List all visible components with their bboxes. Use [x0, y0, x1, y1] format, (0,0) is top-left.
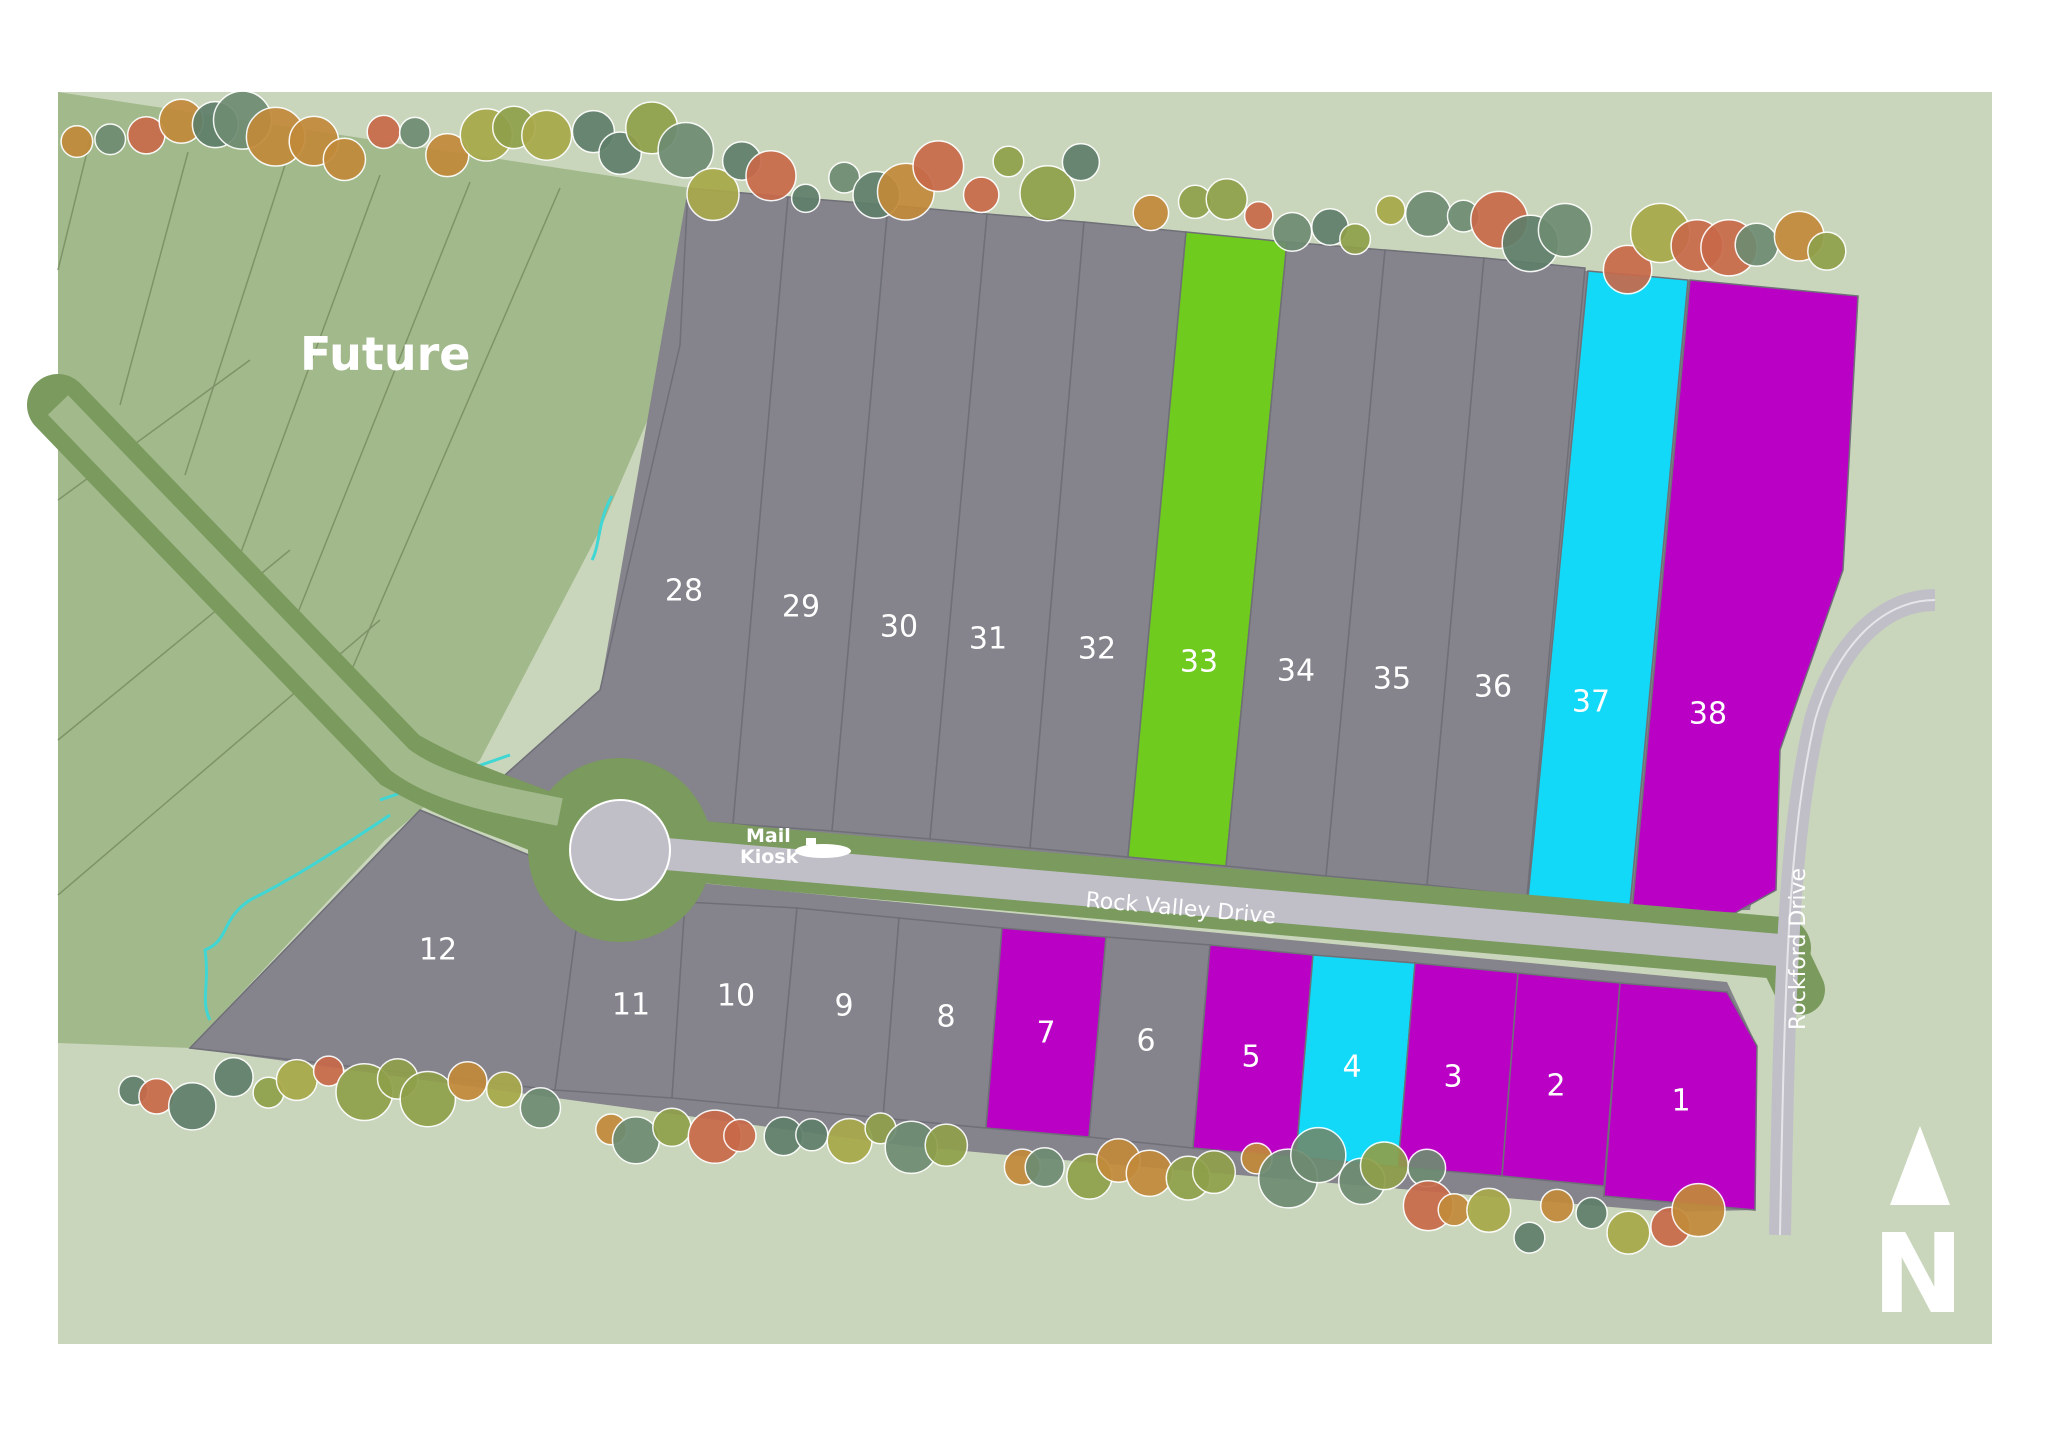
- tree-icon: [60, 125, 94, 159]
- lot-5[interactable]: [1192, 944, 1314, 1158]
- tree-icon: [790, 183, 821, 214]
- tree-icon: [521, 109, 573, 161]
- lot-6[interactable]: [1088, 936, 1211, 1149]
- tree-icon: [1537, 202, 1593, 258]
- future-area: [58, 92, 690, 1048]
- tree-icon: [652, 1107, 692, 1148]
- tree-icon: [1339, 223, 1372, 256]
- lot-2[interactable]: [1501, 972, 1621, 1187]
- tree-icon: [485, 1071, 523, 1109]
- tree-icon: [723, 1118, 757, 1153]
- north-arrow: N: [1872, 1126, 1964, 1338]
- tree-icon: [1019, 164, 1076, 222]
- lot-7[interactable]: [985, 927, 1107, 1138]
- tree-icon: [1575, 1196, 1608, 1230]
- trees: [60, 90, 1847, 1255]
- rock-valley-drive-road: [618, 834, 1782, 966]
- mail-kiosk: [795, 838, 851, 858]
- tree-icon: [1359, 1141, 1409, 1191]
- lot-10[interactable]: [671, 901, 798, 1109]
- tree-icon: [312, 1055, 345, 1087]
- tree-icon: [912, 140, 965, 193]
- tree-icon: [1243, 200, 1274, 231]
- tree-icon: [1024, 1147, 1065, 1188]
- lot-8[interactable]: [882, 917, 1003, 1129]
- tree-icon: [1671, 1182, 1726, 1238]
- tree-icon: [1466, 1187, 1512, 1233]
- tree-icon: [1125, 1149, 1174, 1198]
- road-trail: [47, 395, 563, 826]
- tree-icon: [657, 121, 715, 179]
- rockford-drive-label: Rockford Drive: [1786, 868, 1811, 1030]
- tree-icon: [795, 1118, 829, 1152]
- tree-icon: [398, 116, 431, 149]
- tree-icon: [1272, 211, 1313, 253]
- tree-icon: [94, 123, 127, 156]
- tree-icon: [447, 1060, 488, 1102]
- tree-icon: [1404, 190, 1452, 238]
- tree-icon: [1437, 1193, 1471, 1227]
- tree-icon: [1606, 1210, 1651, 1255]
- tree-icon: [322, 137, 367, 182]
- tree-icon: [611, 1116, 661, 1165]
- lot-9[interactable]: [777, 907, 900, 1119]
- tree-icon: [519, 1087, 562, 1129]
- mail-kiosk-label-line1: Mail: [746, 825, 791, 847]
- cul-de-sac: [569, 799, 671, 901]
- tree-icon: [167, 1081, 217, 1131]
- tree-icon: [1807, 231, 1847, 271]
- tree-icon: [1132, 194, 1170, 232]
- tree-icon: [1205, 178, 1248, 221]
- tree-icon: [962, 176, 1000, 214]
- tree-icon: [275, 1058, 318, 1102]
- tree-icon: [399, 1070, 457, 1128]
- tree-icon: [1191, 1150, 1237, 1195]
- tree-icon: [1061, 142, 1101, 182]
- tree-icon: [992, 145, 1025, 178]
- tree-icon: [924, 1123, 969, 1168]
- tree-icon: [686, 167, 740, 222]
- tree-icon: [1290, 1126, 1347, 1184]
- tree-icon: [745, 149, 797, 202]
- north-letter: N: [1872, 1210, 1964, 1338]
- mail-kiosk-label-line2: Kiosk: [740, 846, 799, 868]
- lot-1[interactable]: [1603, 982, 1758, 1211]
- tree-icon: [1602, 244, 1653, 295]
- tree-icon: [366, 114, 401, 150]
- tree-icon: [1734, 222, 1779, 268]
- rockford-drive-edge: [1779, 599, 1936, 1236]
- tree-icon: [1513, 1221, 1546, 1254]
- tree-icon: [1539, 1188, 1575, 1223]
- future-label: Future: [300, 327, 471, 381]
- tree-icon: [1375, 194, 1406, 226]
- lot-3[interactable]: [1397, 962, 1519, 1177]
- tree-icon: [213, 1056, 254, 1098]
